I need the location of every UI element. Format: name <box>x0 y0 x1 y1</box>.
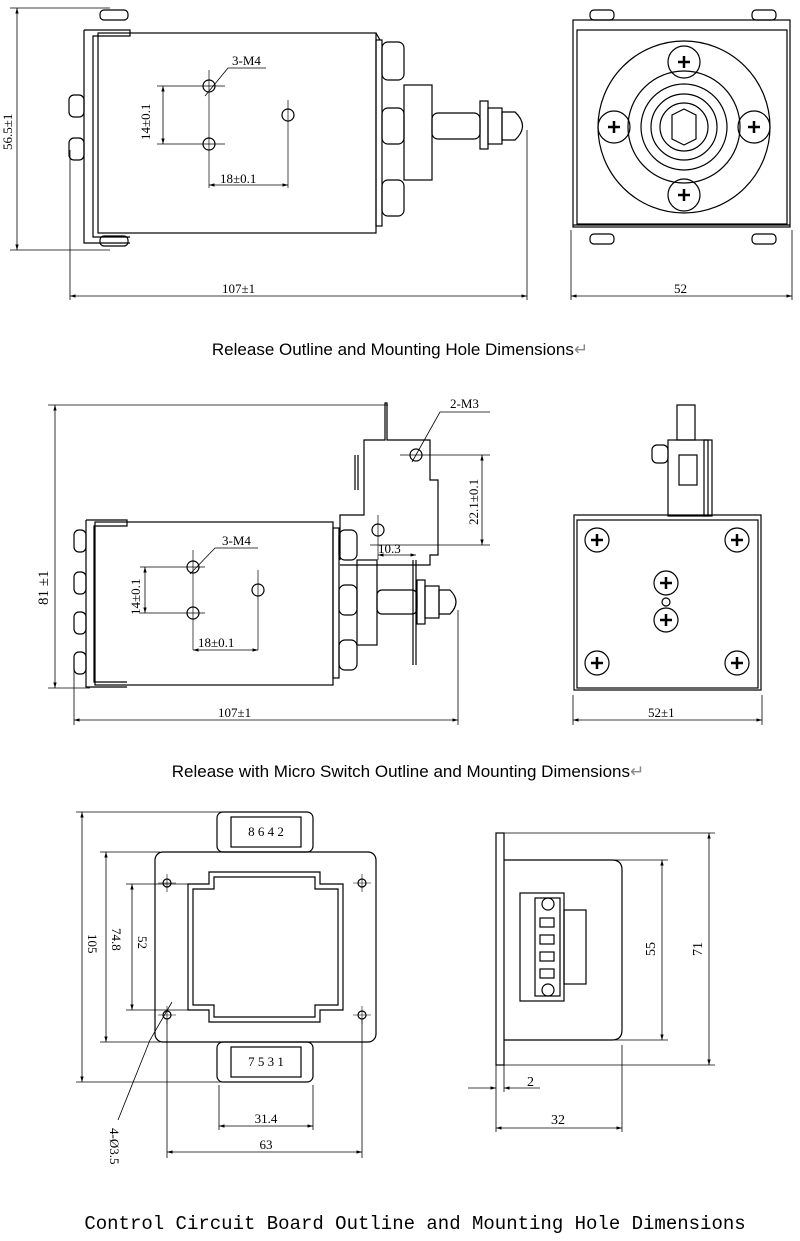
dim-length: 107±1 <box>218 705 251 720</box>
connector-top-pins: 8 6 4 2 <box>248 824 284 839</box>
release-side-labels: 3-M4 14±0.1 18±0.1 56.5±1 107±1 <box>0 53 261 296</box>
release-side-dimensions <box>10 7 528 300</box>
dim-outer: 71 <box>691 942 706 956</box>
dim-inner: 55 <box>644 942 659 956</box>
caption-board: Control Circuit Board Outline and Mounti… <box>84 1213 745 1235</box>
hole-label-3m4: 3-M4 <box>232 53 261 68</box>
release-front-view <box>572 9 791 245</box>
dim-width: 52 <box>674 281 687 296</box>
dim-thickness: 2 <box>527 1075 534 1090</box>
board-front-view <box>117 811 377 1121</box>
release-switch-front-dimensions <box>572 695 763 725</box>
dim-inner-height: 52 <box>135 936 150 949</box>
dim-total-height: 105 <box>85 934 100 954</box>
release-front-dimensions <box>570 230 793 300</box>
hole-label-4-phi35: 4-Ø3.5 <box>107 1128 122 1164</box>
release-switch-side-view <box>73 402 490 688</box>
dim-horizontal-holes: 18±0.1 <box>220 171 256 186</box>
board-front-labels: 8 6 4 2 7 5 3 1 105 74.8 52 31.4 63 4-Ø3… <box>85 824 284 1164</box>
dim-width: 52±1 <box>648 705 675 720</box>
dim-switch-horizontal: 10.3 <box>378 541 401 556</box>
dim-depth: 32 <box>551 1113 565 1128</box>
caption-release: Release Outline and Mounting Hole Dimens… <box>212 340 588 359</box>
dim-vertical-holes: 14±0.1 <box>138 104 153 140</box>
board-side-labels: 55 71 2 32 <box>527 942 706 1128</box>
dim-horizontal-holes: 18±0.1 <box>198 635 234 650</box>
dim-vertical-holes: 14±0.1 <box>128 579 143 615</box>
board-side-view <box>495 832 623 1066</box>
dim-switch-vertical: 22.1±0.1 <box>466 479 481 525</box>
caption-release-switch: Release with Micro Switch Outline and Mo… <box>172 762 645 781</box>
board-side-dimensions <box>468 832 715 1132</box>
release-switch-side-dimensions <box>48 404 484 725</box>
dim-connector-width: 31.4 <box>255 1111 278 1126</box>
release-switch-front-view <box>573 404 762 691</box>
release-switch-side-labels: 2-M3 22.1±0.1 10.3 3-M4 14±0.1 18±0.1 81… <box>36 396 481 720</box>
release-side-view <box>68 9 524 247</box>
connector-bottom-pins: 7 5 3 1 <box>248 1054 284 1069</box>
dim-hole-spacing-h: 63 <box>260 1137 273 1152</box>
dim-height: 81 ±1 <box>36 571 52 605</box>
dim-height: 56.5±1 <box>0 114 15 150</box>
dim-hole-spacing-v: 74.8 <box>109 928 124 951</box>
hole-label-3m4: 3-M4 <box>222 533 251 548</box>
switch-hole-label-2m3: 2-M3 <box>450 396 479 411</box>
dim-length: 107±1 <box>222 281 255 296</box>
board-front-dimensions <box>76 811 363 1158</box>
